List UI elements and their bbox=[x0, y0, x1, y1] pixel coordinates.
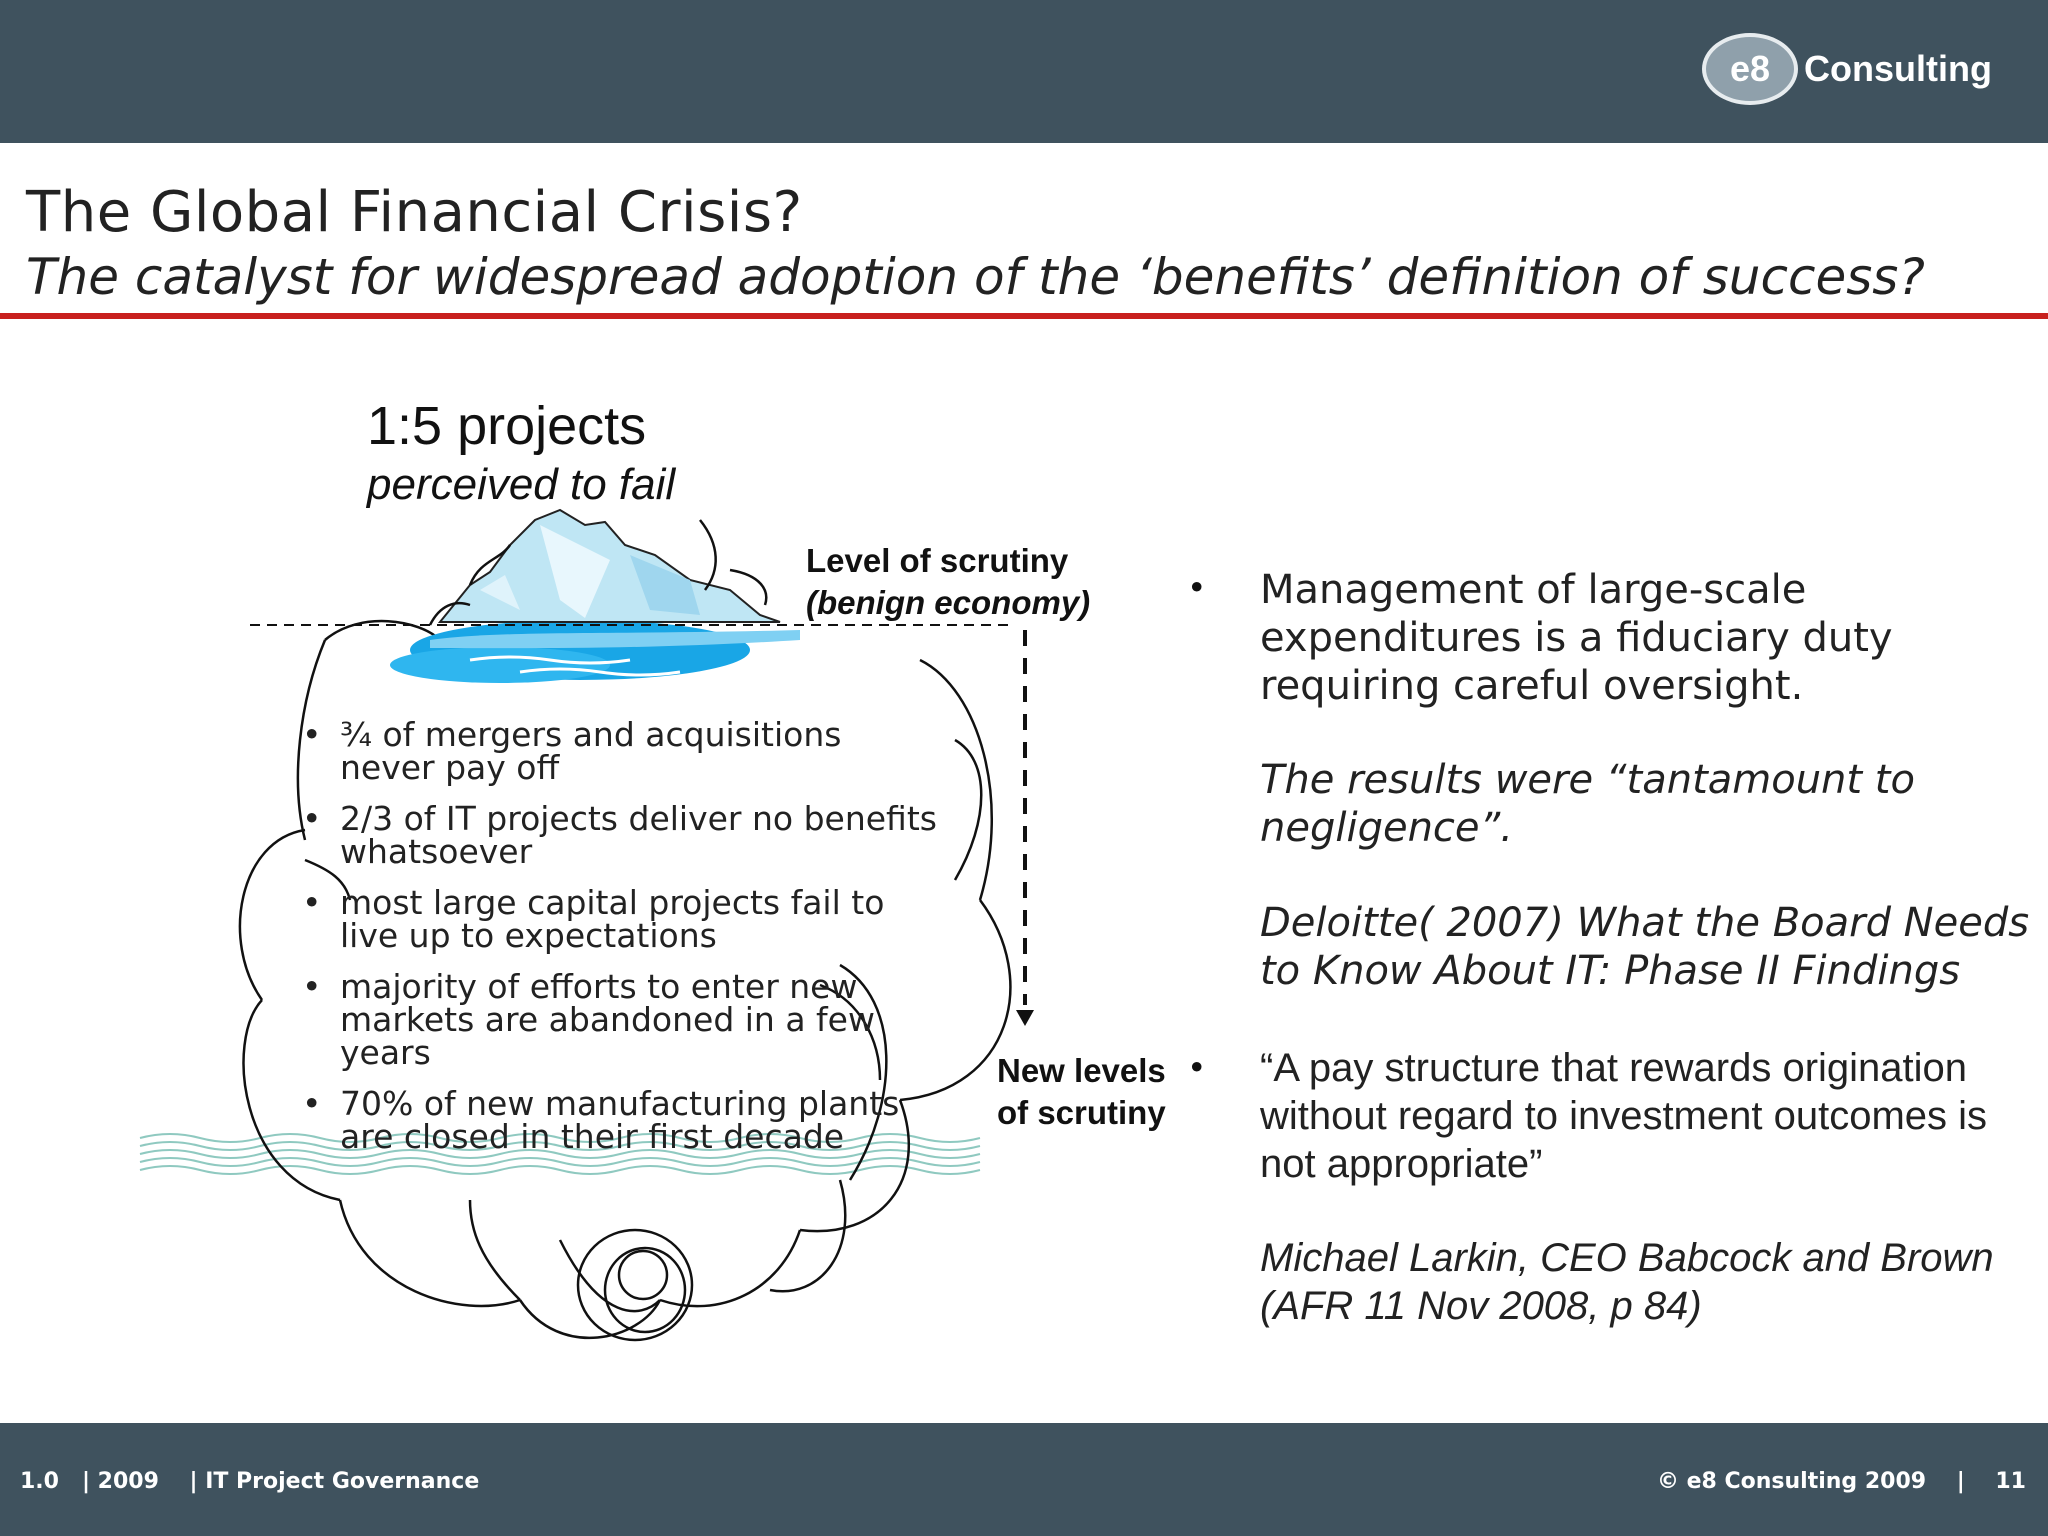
new-levels-label: New levels of scrutiny bbox=[997, 1050, 1166, 1134]
pay-structure-quote: “A pay structure that rewards originatio… bbox=[1260, 1046, 1988, 1186]
scrutiny-label: Level of scrutiny (benign economy) bbox=[806, 540, 1090, 624]
company-logo: e8 Consulting bbox=[1702, 30, 1992, 108]
bullet-dot: • bbox=[1187, 568, 1207, 607]
footer-bar: 1.0 | 2009 | IT Project Governance © e8 … bbox=[0, 1423, 2048, 1536]
list-item: • ¾ of mergers and acquisitions never pa… bbox=[302, 715, 842, 787]
iceberg-tip bbox=[428, 508, 781, 626]
bullet-dot: • bbox=[1187, 1048, 1207, 1087]
projects-subheadline: perceived to fail bbox=[367, 460, 676, 509]
title-divider bbox=[0, 313, 2048, 319]
new-levels-line2: of scrutiny bbox=[997, 1094, 1166, 1131]
underwater-cloud-outline bbox=[238, 619, 1012, 1340]
failure-stats-list: • ¾ of mergers and acquisitions never pa… bbox=[300, 718, 940, 1171]
list-item: • 70% of new manufacturing plants are cl… bbox=[302, 1084, 900, 1156]
swirl-circles bbox=[576, 1228, 694, 1342]
scrutiny-label-line1: Level of scrutiny bbox=[806, 542, 1069, 579]
scrutiny-label-line2: (benign economy) bbox=[806, 584, 1091, 621]
list-item: • most large capital projects fail to li… bbox=[302, 883, 885, 955]
negligence-quote: The results were “tantamount to negligen… bbox=[1260, 757, 1915, 851]
logo-wordmark: Consulting bbox=[1804, 48, 1992, 89]
wave-lines bbox=[139, 1133, 981, 1175]
list-item: • majority of efforts to enter new marke… bbox=[302, 967, 875, 1072]
water-surface bbox=[390, 620, 800, 683]
projects-headline: 1:5 projects bbox=[367, 396, 647, 456]
fiduciary-paragraph: Management of large-scale expenditures i… bbox=[1260, 567, 1893, 709]
header-bar: e8 Consulting bbox=[0, 0, 2048, 143]
slide-subtitle: The catalyst for widespread adoption of … bbox=[26, 248, 1925, 306]
logo-oval: e8 bbox=[1702, 33, 1799, 105]
list-item: • 2/3 of IT projects deliver no benefits… bbox=[302, 799, 937, 871]
footer-right-text: © e8 Consulting 2009 | 11 bbox=[1656, 1469, 2026, 1494]
larkin-citation: Michael Larkin, CEO Babcock and Brown (A… bbox=[1260, 1236, 1994, 1328]
scrutiny-arrow-head bbox=[1016, 1010, 1034, 1026]
slide-title: The Global Financial Crisis? bbox=[26, 180, 803, 245]
deloitte-citation: Deloitte( 2007) What the Board Needs to … bbox=[1260, 900, 2030, 994]
logo-mark: e8 bbox=[1730, 48, 1771, 89]
footer-left-text: 1.0 | 2009 | IT Project Governance bbox=[20, 1469, 480, 1494]
new-levels-line1: New levels bbox=[997, 1052, 1166, 1089]
